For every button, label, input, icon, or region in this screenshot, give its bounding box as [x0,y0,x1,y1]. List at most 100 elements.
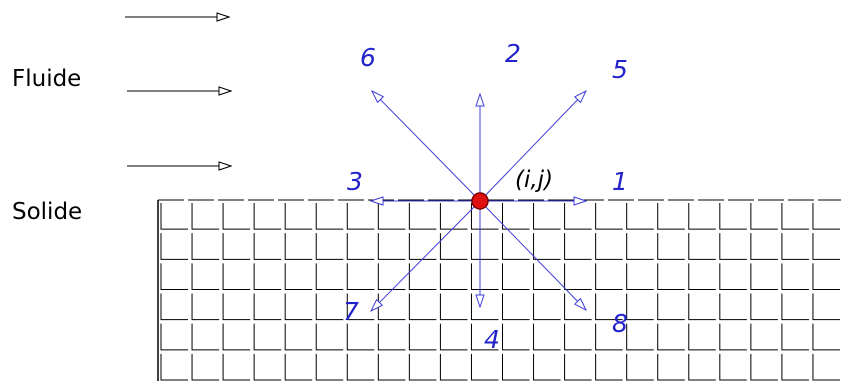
grid-cell [595,203,623,230]
grid-cell [253,293,282,321]
fluid-flow-arrows [125,17,231,166]
grid-cell [222,203,251,230]
grid-cell [253,233,282,260]
direction-label-1: 1 [612,167,628,196]
grid-cell [284,353,313,381]
grid-cell [657,293,685,321]
grid-cell [284,203,313,230]
grid-cell [253,203,282,230]
grid-cell [346,263,375,290]
grid-cell [719,263,747,290]
grid-cell [626,233,654,260]
grid-cell [502,263,530,290]
grid-cell [315,233,344,260]
grid-cell [719,203,747,230]
grid-cell [315,353,344,381]
direction-label-6: 6 [360,43,376,72]
grid-cell [160,233,189,260]
grid-cell [253,263,282,290]
vector-5 [479,91,586,202]
direction-label-4: 4 [484,325,500,354]
grid-cell [688,203,716,230]
grid-cell [812,233,840,260]
grid-cell [346,203,375,230]
grid-cell [533,203,561,230]
grid-cell [439,323,468,351]
lattice-node [471,192,489,210]
grid-cell [439,293,468,321]
grid-cell [626,203,654,230]
grid-cell [222,263,251,290]
grid-cell [253,353,282,381]
grid-cell [315,323,344,351]
grid-cell [222,323,251,351]
direction-label-7: 7 [343,297,359,326]
grid-cell [812,263,840,290]
grid-cell [750,203,778,230]
grid-cell [750,263,778,290]
grid-cell [377,353,406,381]
grid-cell [160,353,189,381]
grid-cell [750,323,778,351]
grid-cell [781,233,809,260]
grid-cell [626,353,654,381]
grid-cell [595,323,623,351]
solid-grid [157,199,841,381]
grid-cell [346,353,375,381]
grid-cell [719,353,747,381]
vector-7 [371,200,481,311]
grid-cell [657,203,685,230]
grid-cell [595,353,623,381]
grid-cell [781,293,809,321]
direction-label-5: 5 [612,55,628,84]
grid-cell [719,233,747,260]
grid-cell [470,233,499,260]
grid-cell [750,233,778,260]
direction-label-8: 8 [612,309,628,338]
grid-cell [533,263,561,290]
vector-6 [372,91,481,202]
grid-cell [564,203,592,230]
grid-cell [160,323,189,351]
grid-cell [502,323,530,351]
node-label: (i,j) [515,167,553,193]
grid-cell [812,203,840,230]
grid-cell [470,293,499,321]
grid-cell [812,323,840,351]
grid-cell [470,203,499,230]
grid-cell [626,323,654,351]
grid-cell [191,233,220,260]
grid-cell [284,233,313,260]
grid-cell [688,353,716,381]
grid-cell [564,263,592,290]
velocity-vectors [371,91,586,311]
grid-cell [564,323,592,351]
grid-cell [191,263,220,290]
grid-cell [377,233,406,260]
grid-cell [595,293,623,321]
grid-cell [533,293,561,321]
grid-cell [346,293,375,321]
grid-cell [377,293,406,321]
grid-cell [346,323,375,351]
vector-8 [479,200,586,310]
grid-cell [253,323,282,351]
grid-cell [284,293,313,321]
direction-label-2: 2 [505,39,521,68]
grid-cell [657,323,685,351]
grid-cell [470,323,499,351]
grid-cell [284,323,313,351]
grid-cell [470,263,499,290]
grid-cell [160,293,189,321]
grid-cell [502,233,530,260]
grid-cell [191,293,220,321]
grid-cell [408,323,437,351]
grid-cell [657,233,685,260]
grid-cell [377,263,406,290]
grid-cell [439,263,468,290]
grid-cell [595,263,623,290]
grid-cell [408,233,437,260]
grid-cell [377,323,406,351]
grid-cell [377,203,406,230]
grid-cell [688,293,716,321]
